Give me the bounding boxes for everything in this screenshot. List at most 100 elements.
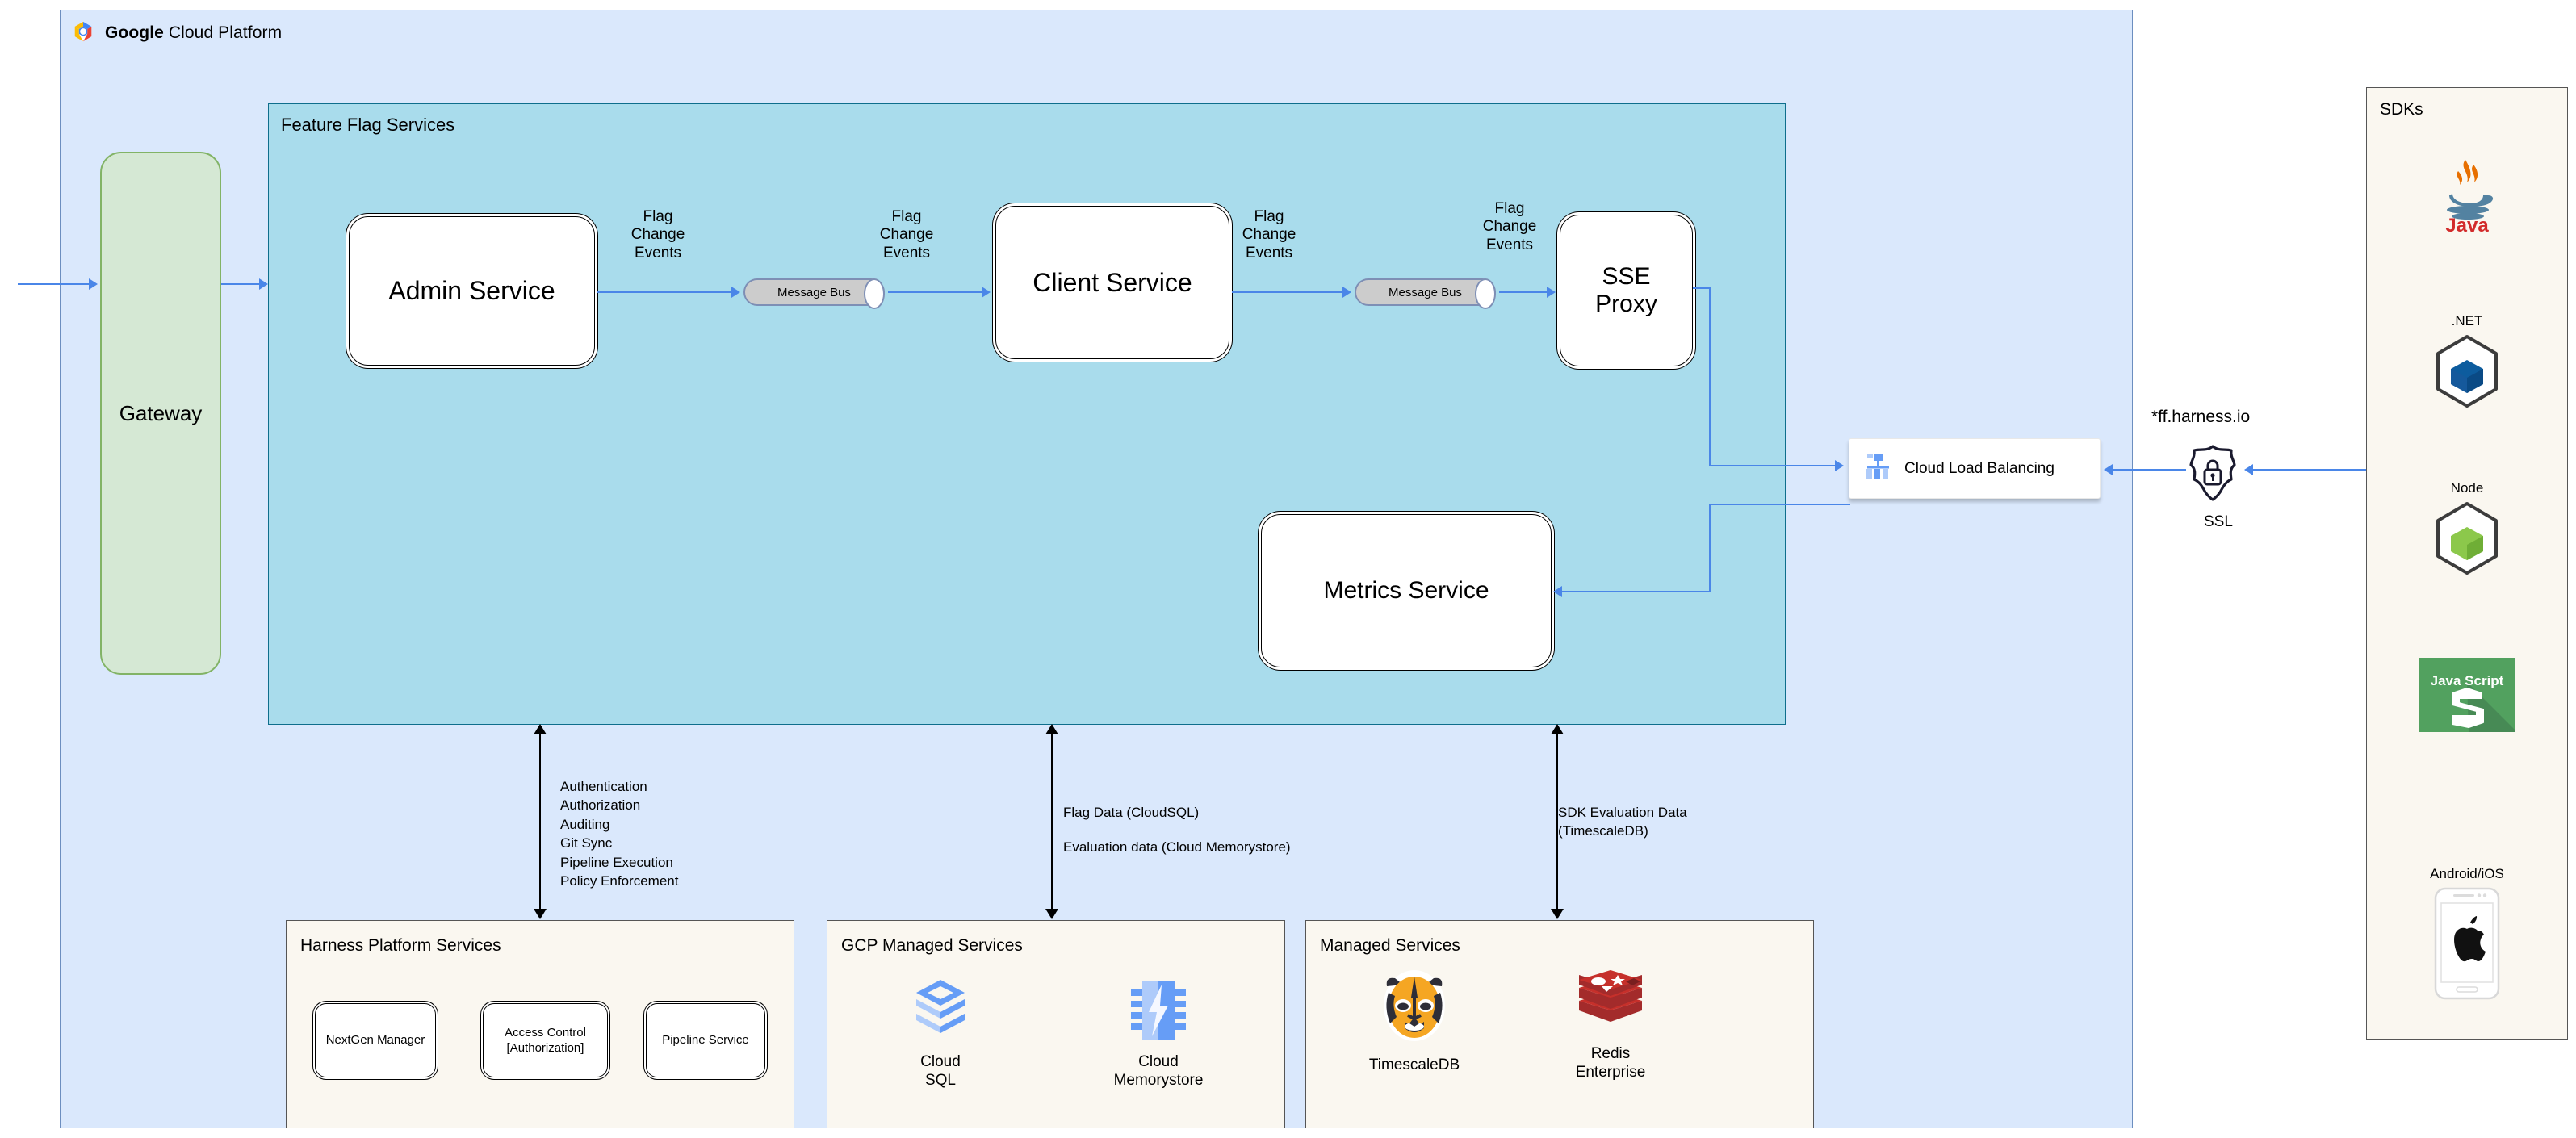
- pipeline-service-node[interactable]: Pipeline Service: [646, 1003, 765, 1077]
- flag-data-note: Flag Data (CloudSQL) Evaluation data (Cl…: [1063, 803, 1291, 857]
- access-control-node[interactable]: Access Control[Authorization]: [483, 1003, 608, 1077]
- gcp-header: Google Cloud Platform: [71, 21, 282, 45]
- message-bus-1-label: Message Bus: [777, 285, 851, 299]
- message-bus-1[interactable]: Message Bus: [743, 278, 885, 309]
- sdks-title: SDKs: [2380, 100, 2423, 119]
- admin-service-label: Admin Service: [388, 276, 555, 306]
- edge-label-2-line2: Change: [879, 226, 934, 244]
- admin-to-bus1-line: [597, 291, 733, 293]
- client-service-node[interactable]: Client Service: [995, 206, 1229, 359]
- sdk-item-dotnet[interactable]: .NET: [2366, 313, 2568, 412]
- pipeline-service-label: Pipeline Service: [662, 1033, 749, 1048]
- timescaledb-label: TimescaleDB: [1368, 1056, 1460, 1073]
- inbound-traffic-line: [18, 283, 89, 285]
- ffs-to-managed-arrow-up: [1551, 724, 1564, 734]
- edge-label-flag-change-events-4: Flag Change Events: [1461, 200, 1558, 254]
- java-icon: Java: [2435, 158, 2499, 236]
- nextgen-manager-node[interactable]: NextGen Manager: [315, 1003, 436, 1077]
- cloud-sql-label-line1: Cloud: [920, 1053, 961, 1070]
- cloud-load-balancing-icon: [1864, 453, 1893, 484]
- message-bus-2-cap-icon: [1475, 278, 1496, 309]
- sse-to-lb-seg2: [1709, 287, 1711, 466]
- harness-platform-services-title: Harness Platform Services: [300, 936, 501, 955]
- bus1-to-client-line: [888, 291, 983, 293]
- edge-label-1-line1: Flag: [643, 208, 673, 225]
- cloud-memorystore-label-line2: Memorystore: [1113, 1071, 1204, 1089]
- ffs-to-harness-arrow-up: [534, 724, 547, 734]
- gateway-label: Gateway: [119, 400, 203, 425]
- cloud-sql-label-line2: SQL: [924, 1071, 957, 1089]
- ffs-to-gcpms-arrow-down: [1045, 909, 1058, 919]
- ssl-to-lb-line: [2112, 469, 2186, 471]
- gateway-to-ffs-arrowhead: [259, 278, 268, 290]
- ffs-to-gcpms-arrow-up: [1045, 724, 1058, 734]
- dotnet-label: .NET: [2451, 313, 2483, 328]
- sse-to-lb-arrowhead: [1835, 460, 1844, 471]
- ssl-label: SSL: [2204, 513, 2233, 530]
- managed-services-title: Managed Services: [1320, 936, 1460, 955]
- lb-to-metrics-arrowhead: [1553, 586, 1562, 597]
- flag-data-line2: Evaluation data (Cloud Memorystore): [1063, 839, 1291, 856]
- lb-to-metrics-seg2: [1709, 504, 1711, 592]
- cloud-memorystore-icon: [1129, 978, 1187, 1047]
- edge-label-1-line2: Change: [630, 226, 685, 244]
- cloud-memorystore-label-line1: Cloud: [1138, 1053, 1179, 1070]
- svg-text:Java: Java: [2445, 215, 2489, 232]
- edge-label-2-line3: Events: [882, 244, 931, 261]
- cloud-load-balancing-label: Cloud Load Balancing: [1904, 459, 2055, 477]
- metrics-service-label: Metrics Service: [1323, 576, 1489, 604]
- cloud-load-balancing-card[interactable]: Cloud Load Balancing: [1849, 438, 2101, 499]
- sdk-evaluation-line1: SDK Evaluation Data: [1558, 805, 1687, 820]
- admin-service-node[interactable]: Admin Service: [349, 216, 595, 366]
- sse-to-lb-seg3: [1709, 465, 1837, 466]
- edge-label-1-line3: Events: [634, 244, 682, 261]
- capability-policy-enforcement: Policy Enforcement: [560, 873, 679, 889]
- client-to-bus2-arrowhead: [1342, 287, 1351, 298]
- ffs-to-harness-arrow-down: [534, 909, 547, 919]
- access-control-label-line1: Access Control: [505, 1025, 586, 1040]
- flag-data-line1: Flag Data (CloudSQL): [1063, 805, 1200, 820]
- edge-label-4-line2: Change: [1482, 218, 1537, 236]
- edge-label-4-line3: Events: [1485, 236, 1534, 253]
- timescaledb-tiger-icon: [1376, 969, 1453, 1050]
- node-cube-icon: [2431, 501, 2503, 579]
- gcp-title-bold: Google: [105, 23, 164, 42]
- sdk-to-ssl-arrowhead: [2244, 464, 2253, 475]
- sdk-item-java[interactable]: Java: [2366, 158, 2568, 236]
- ffs-to-harness-line: [539, 729, 541, 917]
- timescaledb-item[interactable]: TimescaleDB: [1366, 969, 1463, 1075]
- admin-to-bus1-arrowhead: [731, 287, 740, 298]
- sdk-item-node[interactable]: Node: [2366, 480, 2568, 579]
- sdk-evaluation-line2: (TimescaleDB): [1558, 823, 1648, 839]
- cloud-sql-icon: [913, 978, 968, 1047]
- ssl-to-lb-arrowhead: [2104, 464, 2113, 475]
- metrics-service-node[interactable]: Metrics Service: [1261, 514, 1552, 667]
- node-label: Node: [2450, 480, 2484, 496]
- lb-to-metrics-seg3: [1562, 591, 1711, 592]
- lb-to-metrics-seg1: [1709, 504, 1850, 505]
- gcp-managed-services-title: GCP Managed Services: [841, 936, 1023, 955]
- sdk-evaluation-note: SDK Evaluation Data (TimescaleDB): [1558, 803, 1687, 841]
- ff-domain-label: *ff.harness.io: [2151, 408, 2251, 426]
- ffs-to-managed-line: [1556, 729, 1558, 917]
- ssl-shield-lock-icon: [2188, 444, 2238, 506]
- message-bus-2[interactable]: Message Bus: [1355, 278, 1496, 309]
- sse-proxy-label-line1: SSE: [1602, 262, 1651, 290]
- access-control-label-line2: [Authorization]: [506, 1041, 584, 1055]
- gcp-title-rest: Cloud Platform: [163, 23, 283, 42]
- feature-flag-services-title: Feature Flag Services: [281, 115, 455, 135]
- svg-text:Java Script: Java Script: [2431, 673, 2504, 688]
- capability-auditing: Auditing: [560, 816, 610, 832]
- mobile-label: Android/iOS: [2430, 866, 2504, 881]
- gcp-title: Google Cloud Platform: [105, 23, 282, 43]
- javascript-icon: Java Script: [2419, 658, 2515, 736]
- redis-label-line2: Enterprise: [1575, 1063, 1646, 1081]
- gateway-node[interactable]: Gateway: [100, 152, 221, 675]
- sdk-item-javascript[interactable]: Java Script: [2366, 658, 2568, 736]
- client-service-label: Client Service: [1032, 267, 1192, 297]
- sdk-item-mobile[interactable]: Android/iOS: [2366, 866, 2568, 1004]
